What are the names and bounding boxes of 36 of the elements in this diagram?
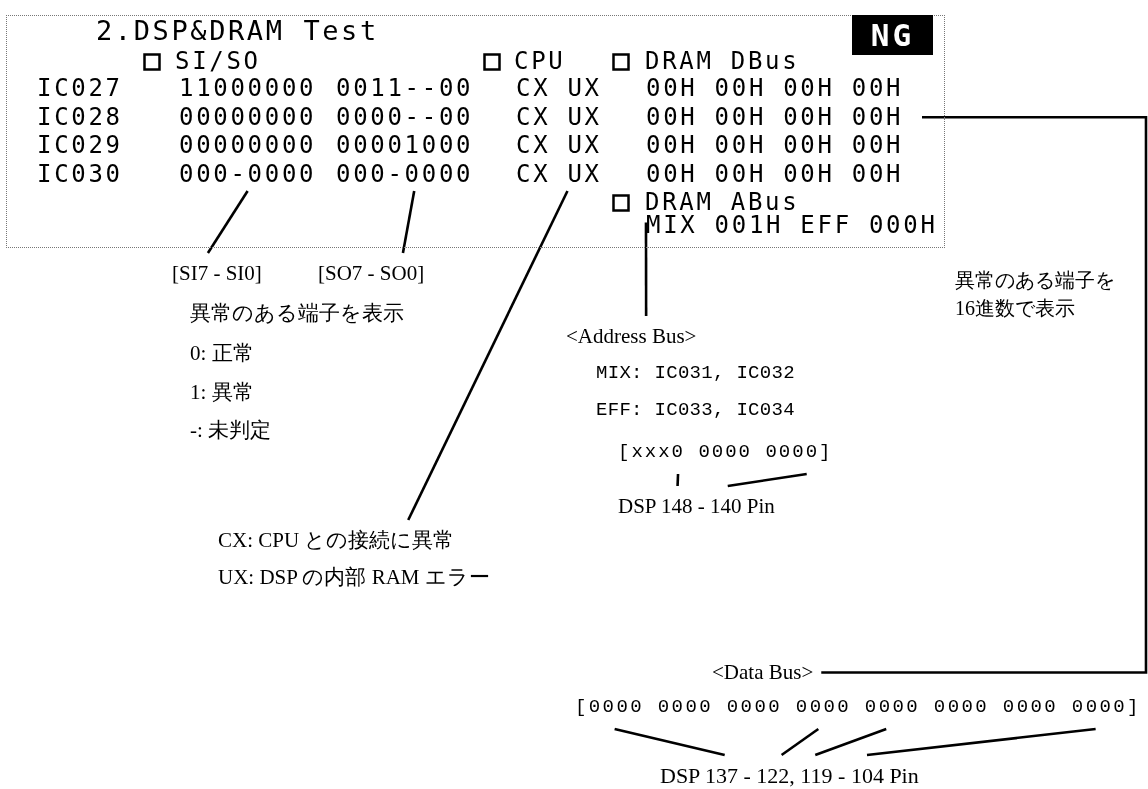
status-badge: NG [852, 15, 933, 55]
ic-column: IC027 IC028 IC029 IC030 [37, 74, 123, 188]
screen-panel [6, 15, 945, 248]
note-text: 0: 正常 [190, 340, 254, 367]
bit-field-text: [xxx0 0000 0000] [618, 434, 833, 471]
leader-line [407, 190, 569, 521]
value-column: 00H 00H 00H 00H 00H 00H 00H 00H 00H 00H 00H 00H 00H 00H 00H 00H [646, 74, 916, 188]
annotation-text: [SI7 - SI0] [172, 255, 262, 292]
column-heading: CPU [514, 47, 566, 76]
leader-line [676, 473, 680, 487]
column-heading: DRAM DBus [645, 47, 800, 76]
bit-field-text: [0000 0000 0000 0000 0000 0000 0000 0000] [575, 689, 1141, 726]
annotation-text: DSP 137 - 122, 119 - 104 Pin [660, 757, 919, 789]
column-heading: SI/SO [175, 47, 261, 76]
note-text: 異常のある端子を16進数で表示 [955, 268, 1116, 321]
annotation-text: <Address Bus> MIX: IC031, IC032 EFF: IC033, IC034 [566, 318, 795, 429]
leader-line [821, 116, 1148, 674]
annotation-text: [SO7 - SO0] [318, 255, 425, 292]
value-column: CX UX CX UX CX UX CX UX [516, 74, 602, 188]
note-text: 異常のある端子を表示 [190, 300, 404, 327]
value-column: 11000000 00000000 00000000 000-0000 [179, 74, 317, 188]
leader-line [206, 190, 249, 254]
leader-line [866, 727, 1096, 757]
leader-line [401, 190, 416, 254]
screen-title: 2.DSP&DRAM Test [96, 17, 379, 46]
note-text: 1: 異常 [190, 379, 254, 406]
annotation-text: <Data Bus> [712, 654, 814, 691]
annotation-text: DSP 148 - 140 Pin [618, 488, 775, 525]
leader-line [814, 727, 887, 757]
note-text: -: 未判定 [190, 417, 272, 444]
annotation-text: CX: CPU との接続に異常 UX: DSP の内部 RAM エラー [218, 522, 490, 596]
leader-line [780, 727, 820, 757]
value-column: 0011--00 0000--00 00001000 000-0000 [336, 74, 474, 188]
leader-line [727, 472, 807, 488]
leader-line [644, 222, 648, 316]
leader-line [614, 727, 725, 757]
